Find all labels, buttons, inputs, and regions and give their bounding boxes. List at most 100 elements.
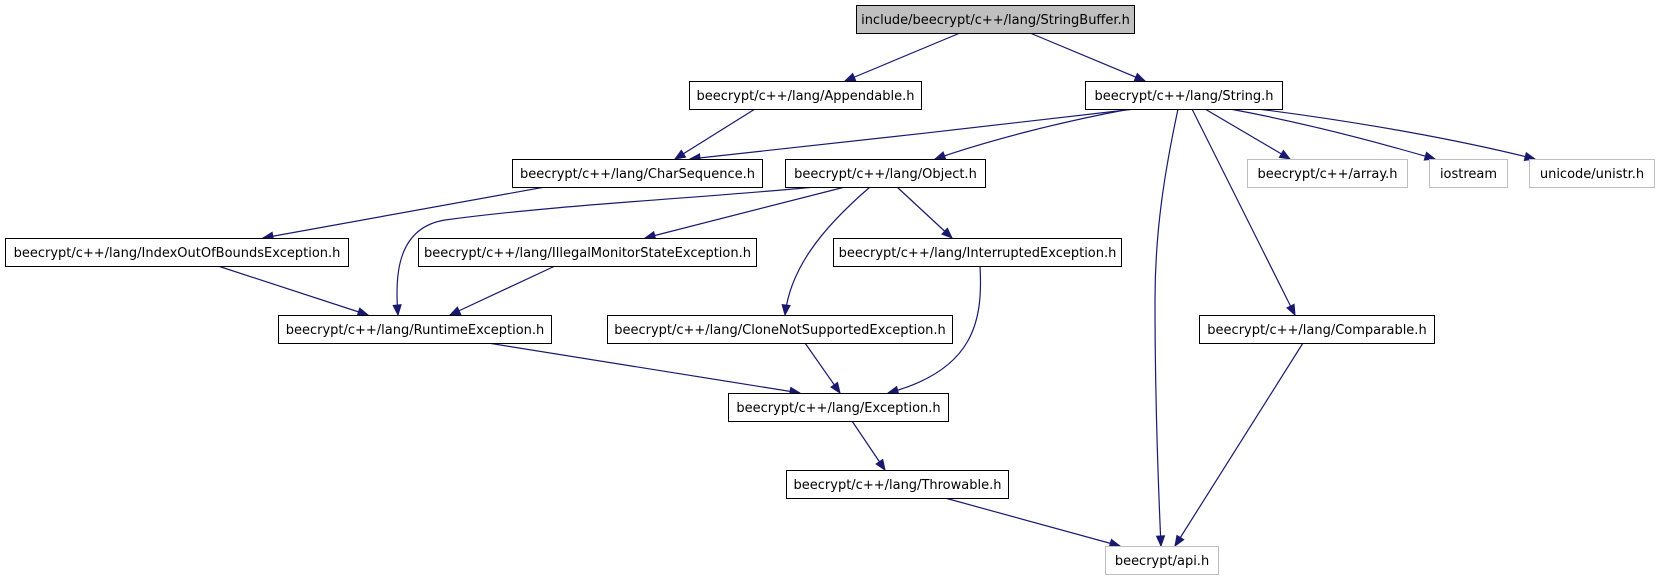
node-label: unicode/unistr.h	[1540, 167, 1644, 182]
edge-line	[1174, 342, 1304, 547]
node-box	[5, 238, 349, 267]
node-box	[1429, 159, 1508, 188]
edge-string-to-iostream	[1229, 108, 1437, 161]
edge-line	[674, 108, 756, 160]
edge-line	[1191, 108, 1296, 316]
node-box	[785, 159, 986, 188]
arrowhead-icon	[673, 149, 687, 160]
edge-exception-to-throwable	[851, 420, 886, 472]
node-clonenotsupported[interactable]: beecrypt/c++/lang/CloneNotSupportedExcep…	[607, 315, 953, 344]
node-label: beecrypt/c++/lang/Comparable.h	[1207, 323, 1426, 338]
arrowhead-icon	[356, 307, 370, 317]
edge-line	[262, 186, 546, 239]
node-box	[607, 315, 953, 344]
edge-line	[1029, 32, 1146, 82]
arrowhead-icon	[1133, 72, 1147, 82]
edge-line	[644, 186, 846, 239]
edge-runtime-to-exception	[487, 342, 802, 397]
edge-line	[934, 108, 1131, 160]
node-runtime[interactable]: beecrypt/c++/lang/RuntimeException.h	[278, 315, 552, 344]
node-label: beecrypt/c++/lang/CharSequence.h	[520, 167, 755, 182]
arrowhead-icon	[392, 304, 402, 317]
node-label: beecrypt/c++/lang/Exception.h	[736, 401, 940, 416]
edge-string-to-object	[933, 108, 1131, 161]
arrowhead-icon	[1278, 149, 1292, 160]
node-iostream[interactable]: iostream	[1429, 159, 1508, 188]
arrowhead-icon	[941, 227, 953, 239]
edge-line	[1204, 108, 1291, 160]
edge-comparable-to-api	[1174, 342, 1304, 548]
edge-string-to-comparable	[1191, 108, 1296, 317]
edge-stringbuffer-to-appendable	[843, 32, 961, 82]
arrowhead-icon	[875, 458, 886, 472]
edge-line	[689, 108, 1136, 160]
edge-throwable-to-api	[944, 497, 1122, 548]
edge-line	[1257, 108, 1536, 160]
edge-line	[1229, 108, 1436, 160]
edge-object-to-illegalmonitor	[643, 186, 846, 240]
arrowhead-icon	[933, 151, 947, 161]
node-label: iostream	[1440, 167, 1497, 182]
node-box	[1085, 81, 1283, 110]
edge-line	[217, 265, 369, 316]
arrowhead-icon	[843, 72, 857, 82]
node-string[interactable]: beecrypt/c++/lang/String.h	[1085, 81, 1283, 110]
arrowhead-icon	[781, 304, 791, 317]
node-box	[1199, 315, 1435, 344]
node-label: beecrypt/c++/lang/IndexOutOfBoundsExcept…	[14, 246, 341, 261]
edge-object-to-interrupted	[896, 186, 953, 239]
node-stringbuffer[interactable]: include/beecrypt/c++/lang/StringBuffer.h	[856, 5, 1135, 34]
edge-line	[887, 265, 982, 394]
node-charsequence[interactable]: beecrypt/c++/lang/CharSequence.h	[512, 159, 763, 188]
node-interrupted[interactable]: beecrypt/c++/lang/InterruptedException.h	[833, 238, 1122, 267]
edge-stringbuffer-to-string	[1029, 32, 1147, 82]
node-box	[1105, 546, 1219, 575]
node-exception[interactable]: beecrypt/c++/lang/Exception.h	[728, 393, 949, 422]
edge-string-to-charsequence	[688, 108, 1136, 163]
node-comparable[interactable]: beecrypt/c++/lang/Comparable.h	[1199, 315, 1435, 344]
node-label: beecrypt/c++/lang/Throwable.h	[794, 478, 1002, 493]
node-array[interactable]: beecrypt/c++/array.h	[1247, 159, 1408, 188]
node-label: beecrypt/c++/lang/IllegalMonitorStateExc…	[424, 246, 751, 261]
node-box	[786, 470, 1009, 499]
edge-interrupted-to-exception	[886, 265, 982, 395]
node-box	[689, 81, 922, 110]
arrowhead-icon	[1174, 534, 1185, 548]
node-box	[728, 393, 949, 422]
arrowhead-icon	[1155, 535, 1166, 548]
arrowhead-icon	[1423, 151, 1437, 161]
node-illegalmonitor[interactable]: beecrypt/c++/lang/IllegalMonitorStateExc…	[418, 238, 757, 267]
node-label: beecrypt/c++/lang/InterruptedException.h	[839, 246, 1117, 261]
edge-line	[396, 186, 816, 316]
edge-appendable-to-charsequence	[673, 108, 756, 160]
node-label: beecrypt/c++/lang/Appendable.h	[696, 89, 914, 104]
node-label: beecrypt/c++/lang/RuntimeException.h	[286, 323, 545, 338]
node-object[interactable]: beecrypt/c++/lang/Object.h	[785, 159, 986, 188]
node-unistr[interactable]: unicode/unistr.h	[1529, 159, 1655, 188]
arrowhead-icon	[830, 381, 841, 395]
edge-line	[487, 342, 801, 394]
edge-line	[944, 497, 1121, 547]
node-indexoutofbounds[interactable]: beecrypt/c++/lang/IndexOutOfBoundsExcept…	[5, 238, 349, 267]
node-api[interactable]: beecrypt/api.h	[1105, 546, 1219, 575]
arrowhead-icon	[1286, 303, 1296, 317]
edge-line	[1154, 108, 1179, 547]
node-box	[418, 238, 757, 267]
node-label: beecrypt/c++/lang/String.h	[1094, 89, 1273, 104]
edge-string-to-api	[1154, 108, 1179, 548]
edges-layer	[217, 32, 1537, 548]
node-throwable[interactable]: beecrypt/c++/lang/Throwable.h	[786, 470, 1009, 499]
node-box	[1529, 159, 1655, 188]
node-box	[833, 238, 1122, 267]
node-label: include/beecrypt/c++/lang/StringBuffer.h	[861, 13, 1130, 28]
node-appendable[interactable]: beecrypt/c++/lang/Appendable.h	[689, 81, 922, 110]
edge-line	[784, 186, 871, 316]
node-box	[1247, 159, 1408, 188]
arrowhead-icon	[448, 306, 462, 316]
edge-illegalmonitor-to-runtime	[448, 265, 556, 316]
edge-string-to-array	[1204, 108, 1292, 160]
node-box	[856, 5, 1135, 34]
nodes-layer: include/beecrypt/c++/lang/StringBuffer.h…	[5, 5, 1655, 575]
node-box	[278, 315, 552, 344]
